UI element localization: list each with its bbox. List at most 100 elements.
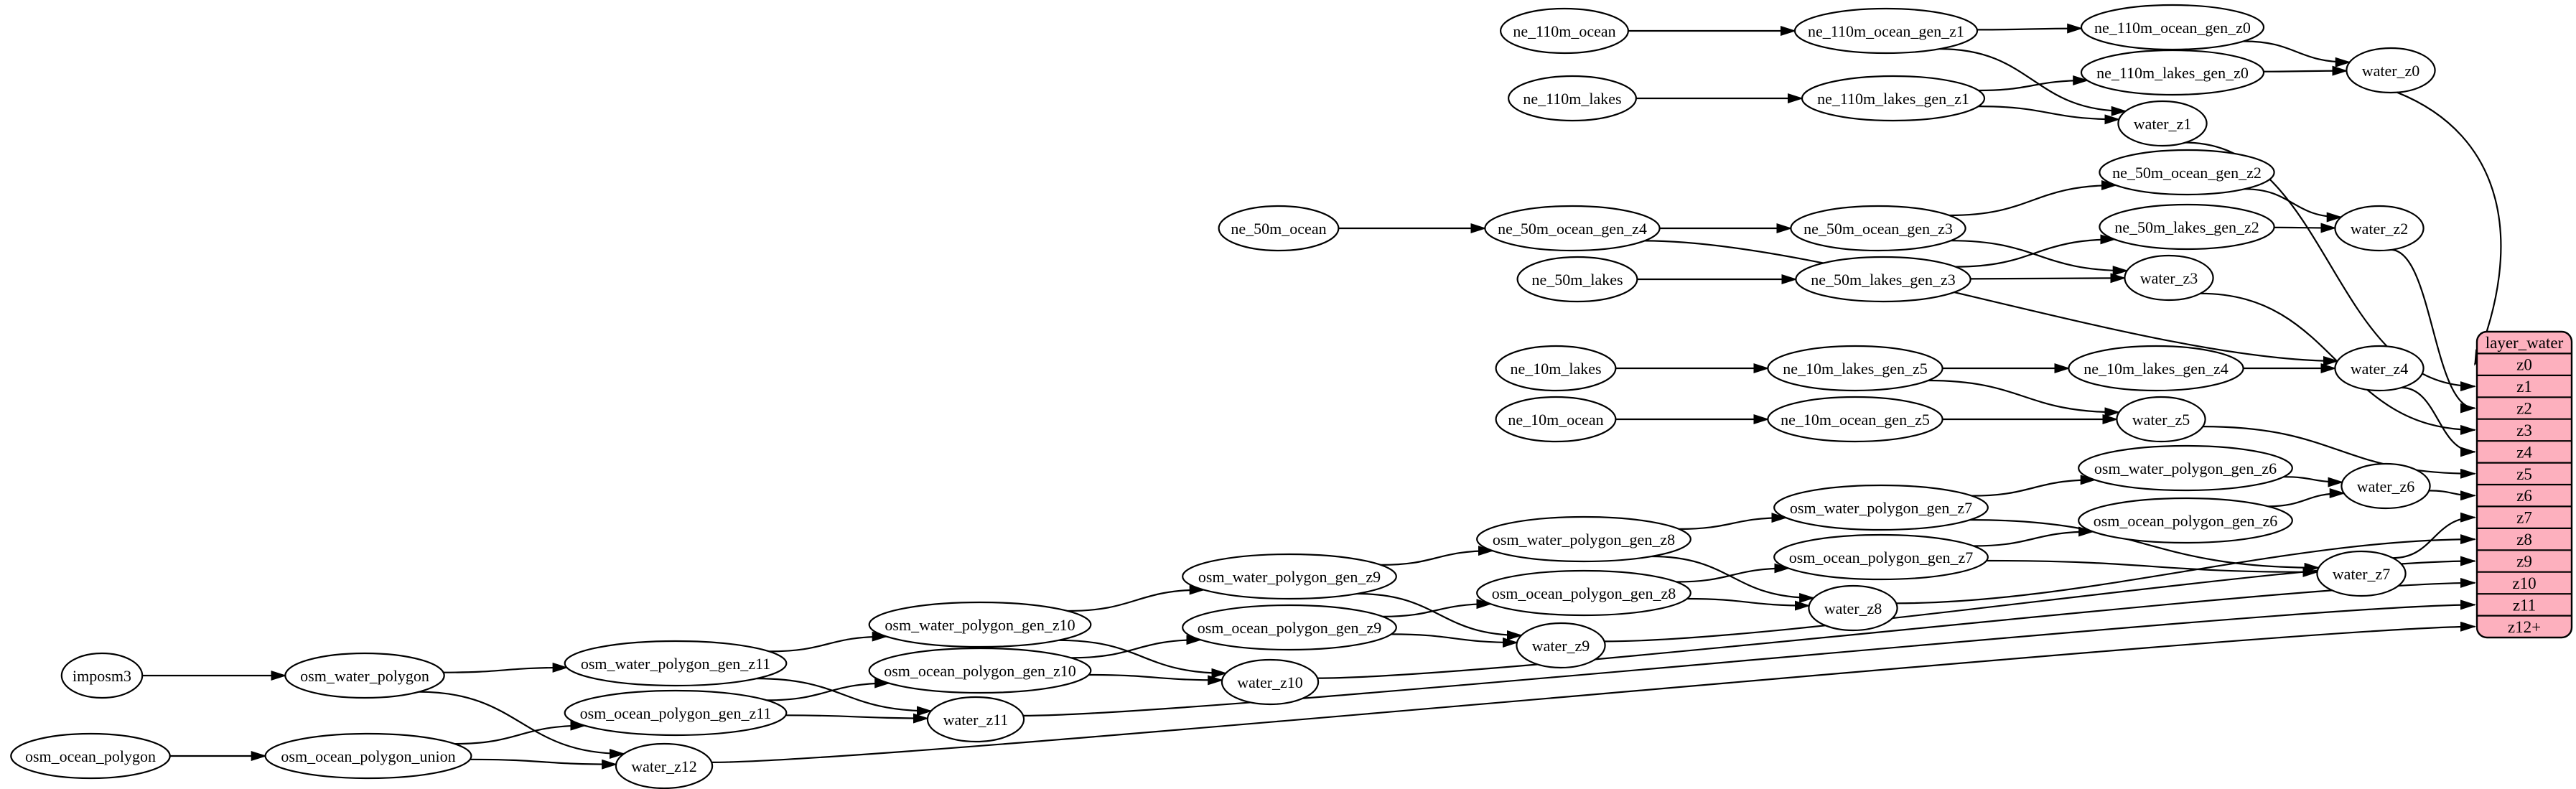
- edge-osm-water-polygon-gen-z9-to-osm-water-polygon-gen-z8: [1381, 546, 1494, 566]
- edge-ne-50m-lakes-gen-z3-to-ne-50m-lakes-gen-z2: [1955, 234, 2117, 268]
- table-row-z7: z7: [2516, 509, 2532, 527]
- node-osm-water-polygon-gen-z8: [1476, 515, 1691, 563]
- node-label-ne-110m-lakes-gen-z0: ne_110m_lakes_gen_z0: [2096, 64, 2249, 82]
- edge-osm-water-polygon-gen-z6-to-water-z6: [2283, 476, 2344, 487]
- node-osm-ocean-polygon-gen-z9: [1182, 604, 1397, 651]
- edge-osm-ocean-polygon-gen-z10-to-osm-ocean-polygon-gen-z9: [1070, 635, 1203, 659]
- nodes-layer: ne_110m_ocean ne_110m_ocean_gen_z1 ne_110m…: [10, 4, 2436, 789]
- edge-osm-ocean-polygon-gen-z11-to-water-z11: [785, 713, 929, 724]
- edge-water-z8-to-z8: [1896, 534, 2476, 604]
- node-label-ne-10m-lakes-gen-z4: ne_10m_lakes_gen_z4: [2083, 360, 2229, 378]
- node-osm-water-polygon: [284, 652, 445, 699]
- node-label-water-z7: water_z7: [2333, 565, 2391, 583]
- node-water-z2: [2334, 205, 2425, 252]
- node-ne-50m-lakes-gen-z3: [1795, 256, 1971, 303]
- node-water-z8: [1808, 584, 1898, 632]
- node-label-water-z10: water_z10: [1237, 673, 1303, 691]
- node-water-z4: [2334, 345, 2425, 392]
- edge-osm-ocean-polygon-gen-z9-to-water-z9: [1391, 633, 1518, 648]
- node-water-z12: [615, 742, 714, 789]
- layer-water-table: layer_waterz0z1z2z3z4z5z6z7z8z9z10z11z12…: [2475, 330, 2573, 639]
- node-ne-110m-lakes: [1508, 75, 1638, 122]
- node-ne-10m-lakes-gen-z4: [2068, 345, 2244, 392]
- node-ne-110m-lakes-gen-z1: [1801, 75, 1986, 122]
- edge-ne-110m-ocean-gen-z1-to-water-z1: [1939, 48, 2127, 116]
- node-label-osm-water-polygon-gen-z6: osm_water_polygon_gen_z6: [2094, 459, 2277, 477]
- node-osm-ocean-polygon-gen-z8: [1476, 569, 1691, 617]
- node-ne-110m-lakes-gen-z0: [2080, 49, 2265, 96]
- node-label-water-z3: water_z3: [2140, 269, 2198, 287]
- node-label-osm-water-polygon-gen-z7: osm_water_polygon_gen_z7: [1790, 499, 1972, 517]
- edge-ne-50m-lakes-gen-z3-to-water-z3: [1970, 273, 2127, 284]
- edge-ne-50m-ocean-gen-z2-to-water-z2: [2244, 188, 2343, 223]
- node-label-osm-water-polygon-gen-z8: osm_water_polygon_gen_z8: [1493, 531, 1675, 548]
- edge-ne-50m-ocean-gen-z4-to-water-z4: [1644, 240, 2339, 366]
- node-label-osm-ocean-polygon-gen-z11: osm_ocean_polygon_gen_z11: [580, 704, 772, 722]
- edge-ne-110m-lakes-gen-z1-to-water-z1: [1978, 106, 2121, 125]
- table-row-z5: z5: [2516, 465, 2532, 483]
- table-row-z11: z11: [2513, 596, 2536, 614]
- node-label-osm-ocean-polygon-gen-z9: osm_ocean_polygon_gen_z9: [1198, 619, 1382, 637]
- node-water-z5: [2116, 396, 2206, 443]
- node-water-z10: [1221, 658, 1320, 706]
- edge-osm-water-polygon-to-water-z12: [419, 691, 625, 759]
- edge-osm-ocean-polygon-union-to-water-z12: [470, 758, 618, 770]
- edge-ne-50m-ocean-gen-z3-to-water-z3: [1951, 240, 2129, 276]
- node-osm-ocean-polygon: [10, 732, 171, 780]
- table-row-z0: z0: [2516, 356, 2532, 374]
- node-label-osm-ocean-polygon-gen-z6: osm_ocean_polygon_gen_z6: [2094, 512, 2278, 530]
- node-label-ne-10m-ocean: ne_10m_ocean: [1508, 411, 1603, 429]
- edge-ne-110m-ocean-gen-z1-to-ne-110m-ocean-gen-z0: [1977, 23, 2083, 34]
- node-osm-ocean-polygon-gen-z7: [1773, 533, 1989, 581]
- edge-osm-water-polygon-gen-z9-to-water-z9: [1357, 592, 1523, 640]
- edge-water-z12-to-z12plus: [711, 621, 2476, 763]
- edge-osm-water-polygon-gen-z11-to-osm-water-polygon-gen-z10: [769, 631, 888, 653]
- node-label-osm-water-polygon-gen-z10: osm_water_polygon_gen_z10: [885, 616, 1075, 634]
- node-label-water-z6: water_z6: [2357, 477, 2415, 495]
- node-label-osm-ocean-polygon-gen-z10: osm_ocean_polygon_gen_z10: [884, 662, 1076, 680]
- edge-osm-water-polygon-gen-z10-to-osm-water-polygon-gen-z9: [1067, 584, 1205, 612]
- node-osm-ocean-polygon-union: [264, 732, 472, 780]
- edge-ne-50m-ocean-gen-z3-to-ne-50m-ocean-gen-z2: [1949, 180, 2117, 217]
- edge-ne-10m-lakes-gen-z5-to-water-z5: [1928, 379, 2121, 418]
- node-water-z11: [926, 696, 1025, 743]
- edge-ne-110m-lakes-gen-z0-to-water-z0: [2263, 65, 2348, 76]
- node-label-ne-110m-ocean-gen-z1: ne_110m_ocean_gen_z1: [1808, 22, 1964, 40]
- node-label-ne-110m-ocean: ne_110m_ocean: [1513, 22, 1615, 40]
- edge-osm-water-polygon-gen-z8-to-osm-water-polygon-gen-z7: [1679, 513, 1788, 530]
- table-row-z3: z3: [2516, 421, 2532, 439]
- node-ne-50m-lakes: [1516, 256, 1638, 303]
- edge-water-z11-to-z11: [1023, 599, 2476, 716]
- edge-osm-water-polygon-gen-z7-to-water-z7: [1970, 519, 2320, 573]
- edge-osm-water-polygon-gen-z10-to-water-z10: [1058, 639, 1228, 678]
- node-water-z7: [2316, 550, 2407, 597]
- table-row-z12plus: z12+: [2508, 618, 2541, 636]
- edge-water-z5-to-z5: [2203, 426, 2476, 479]
- node-imposm3: [60, 652, 144, 699]
- table-row-z4: z4: [2516, 443, 2532, 461]
- table-row-z8: z8: [2516, 531, 2532, 548]
- node-label-ne-50m-lakes-gen-z2: ne_50m_lakes_gen_z2: [2114, 218, 2259, 236]
- edges-layer: [142, 23, 2502, 770]
- node-label-ne-50m-ocean-gen-z4: ne_50m_ocean_gen_z4: [1498, 220, 1647, 238]
- edge-osm-ocean-polygon-union-to-osm-ocean-polygon-gen-z11: [454, 720, 587, 745]
- node-ne-50m-lakes-gen-z2: [2099, 203, 2275, 251]
- node-label-osm-water-polygon-gen-z9: osm_water_polygon_gen_z9: [1198, 568, 1381, 586]
- edge-osm-ocean-polygon-gen-z7-to-osm-ocean-polygon-gen-z6: [1973, 526, 2095, 547]
- node-label-imposm3: imposm3: [73, 667, 131, 685]
- node-label-ne-50m-ocean-gen-z3: ne_50m_ocean_gen_z3: [1803, 220, 1953, 238]
- node-ne-10m-lakes-gen-z5: [1767, 345, 1943, 392]
- node-osm-ocean-polygon-gen-z11: [564, 689, 788, 737]
- table-row-z10: z10: [2512, 574, 2536, 592]
- edge-osm-water-polygon-to-osm-water-polygon-gen-z11: [443, 662, 569, 673]
- node-ne-50m-ocean-gen-z2: [2099, 149, 2275, 196]
- node-ne-10m-ocean: [1495, 396, 1617, 443]
- edge-water-z2-to-z2: [2390, 248, 2476, 414]
- node-osm-water-polygon-gen-z11: [564, 640, 788, 687]
- node-water-z9: [1516, 622, 1606, 669]
- node-label-water-z1: water_z1: [2134, 115, 2192, 133]
- edge-osm-water-polygon-gen-z7-to-osm-water-polygon-gen-z6: [1971, 475, 2096, 497]
- node-osm-ocean-polygon-gen-z10: [868, 647, 1092, 694]
- edge-water-z7-to-z7: [2392, 512, 2476, 559]
